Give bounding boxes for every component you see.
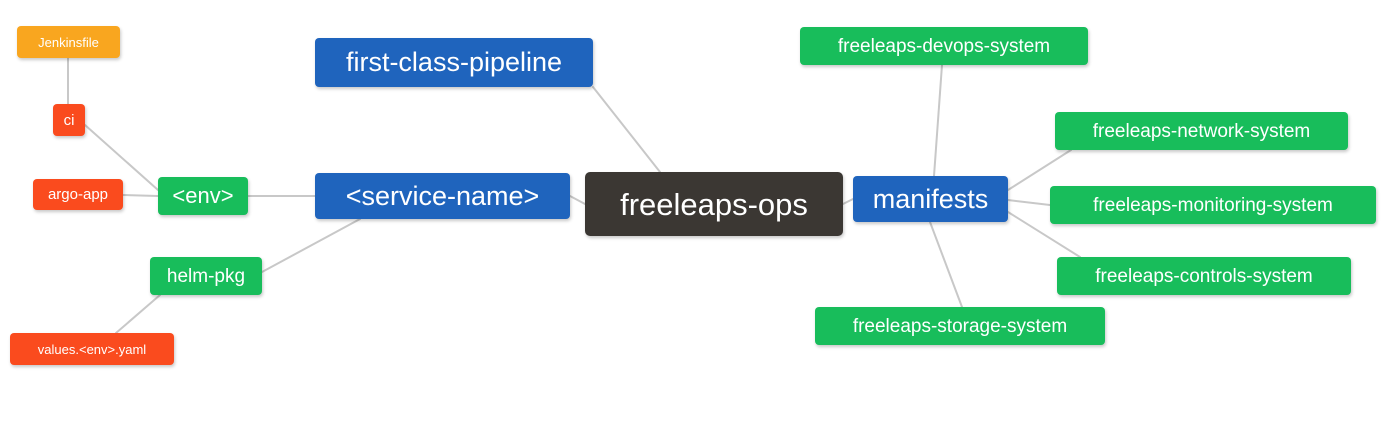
node-label: freeleaps-monitoring-system: [1093, 194, 1333, 216]
edge-manifests-to-freeleaps-devops-system: [933, 64, 943, 177]
node-label: freeleaps-controls-system: [1095, 265, 1313, 287]
node-helm-pkg[interactable]: helm-pkg: [150, 257, 262, 295]
node-env[interactable]: <env>: [158, 177, 248, 215]
node-label: <env>: [172, 183, 234, 208]
node-service-name[interactable]: <service-name>: [315, 173, 570, 219]
node-argo-app[interactable]: argo-app: [33, 179, 123, 210]
node-label: freeleaps-ops: [620, 186, 808, 222]
node-freeleaps-controls-system[interactable]: freeleaps-controls-system: [1057, 257, 1351, 295]
edge-root-to-service-name: [569, 195, 586, 205]
edge-env-to-argo-app: [122, 194, 159, 197]
node-label: ci: [63, 111, 75, 129]
node-label: values.<env>.yaml: [37, 341, 147, 357]
node-freeleaps-monitoring-system[interactable]: freeleaps-monitoring-system: [1050, 186, 1376, 224]
node-label: Jenkinsfile: [38, 34, 99, 50]
node-first-class-pipeline[interactable]: first-class-pipeline: [315, 38, 593, 87]
node-label: argo-app: [47, 186, 109, 203]
node-ci[interactable]: ci: [53, 104, 85, 136]
node-label: first-class-pipeline: [345, 47, 563, 77]
node-label: helm-pkg: [166, 265, 246, 287]
edge-manifests-to-freeleaps-network-system: [1007, 149, 1072, 191]
node-label: <service-name>: [345, 180, 540, 211]
edge-root-to-first-class-pipeline: [592, 86, 661, 173]
node-freeleaps-network-system[interactable]: freeleaps-network-system: [1055, 112, 1348, 150]
node-label: freeleaps-devops-system: [837, 35, 1051, 57]
node-values-env-yaml[interactable]: values.<env>.yaml: [10, 333, 174, 365]
edge-helm-pkg-to-values-env-yaml: [115, 294, 161, 334]
node-freeleaps-storage-system[interactable]: freeleaps-storage-system: [815, 307, 1105, 345]
edge-manifests-to-freeleaps-monitoring-system: [1007, 199, 1051, 206]
edge-manifests-to-freeleaps-storage-system: [929, 221, 963, 308]
node-freeleaps-devops-system[interactable]: freeleaps-devops-system: [800, 27, 1088, 65]
node-label: freeleaps-storage-system: [852, 315, 1068, 337]
node-label: freeleaps-network-system: [1092, 120, 1311, 142]
edge-root-to-manifests: [842, 198, 854, 205]
node-jenkinsfile[interactable]: Jenkinsfile: [17, 26, 120, 58]
node-manifests[interactable]: manifests: [853, 176, 1008, 222]
node-label: manifests: [872, 183, 989, 214]
node-root[interactable]: freeleaps-ops: [585, 172, 843, 236]
edge-service-name-to-helm-pkg: [261, 218, 361, 273]
